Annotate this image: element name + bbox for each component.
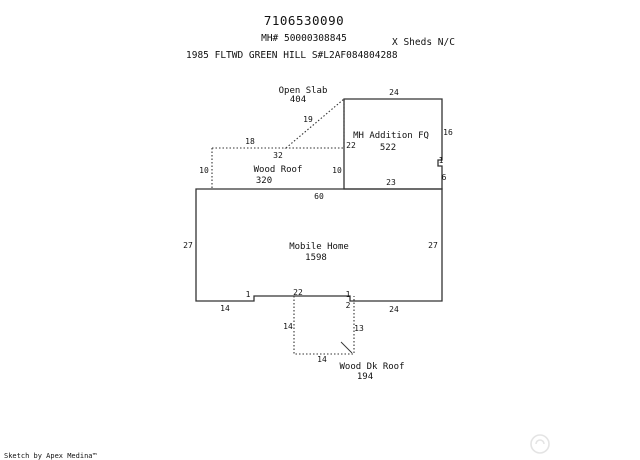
mobile-home-name: Mobile Home — [289, 242, 349, 252]
open-slab-outline — [284, 97, 345, 149]
dim-addition-right-lower: 6 — [442, 173, 447, 182]
wood-deck-roof-area: 194 — [357, 372, 373, 382]
mh-addition-name: MH Addition FQ — [353, 131, 429, 141]
dim-mobile-bottom-right: 24 — [389, 305, 399, 314]
dim-slab-diagonal: 19 — [303, 115, 313, 124]
dim-addition-right: 16 — [443, 128, 453, 137]
dim-mobile-top: 60 — [314, 192, 324, 201]
dim-addition-bottom: 23 — [386, 178, 396, 187]
wood-roof-area: 320 — [256, 176, 272, 186]
sheds-note: X Sheds N/C — [392, 37, 455, 48]
dim-mobile-left: 27 — [183, 241, 193, 250]
dim-slab-left: 18 — [245, 137, 255, 146]
wood-deck-roof-name: Wood Dk Roof — [339, 362, 404, 372]
dim-mobile-notch-left: 1 — [246, 290, 251, 299]
mobile-home-area: 1598 — [305, 253, 327, 263]
home-description: 1985 FLTWD GREEN HILL S#L2AF084804288 — [186, 50, 398, 61]
dim-mobile-notch-small: 2 — [346, 301, 351, 310]
mh-addition-area: 522 — [380, 143, 396, 153]
dim-mobile-bottom-left: 14 — [220, 304, 230, 313]
wood-roof-outline — [211, 147, 344, 189]
mobile-home-outline — [195, 188, 443, 302]
open-slab-area: 404 — [290, 95, 306, 105]
dim-mobile-right: 27 — [428, 241, 438, 250]
parcel-id: 7106530090 — [264, 13, 344, 28]
open-slab-name: Open Slab — [279, 86, 328, 96]
dim-deck-bottom: 14 — [317, 355, 327, 364]
dim-deck-left: 14 — [283, 322, 293, 331]
mh-number: MH# 50000308845 — [261, 33, 347, 44]
wood-deck-roof-outline — [293, 296, 355, 355]
dim-deck-right: 13 — [354, 324, 364, 333]
dim-slab-bottom: 32 — [273, 151, 283, 160]
dim-mobile-notch-top: 22 — [293, 288, 303, 297]
dim-wood-roof-left: 10 — [199, 166, 209, 175]
dim-addition-top: 24 — [389, 88, 399, 97]
deck-label-leader — [340, 341, 353, 354]
sketch-credit: Sketch by Apex Medina™ — [4, 452, 97, 460]
dim-wood-roof-right: 10 — [332, 166, 342, 175]
dim-slab-right: 22 — [346, 141, 356, 150]
wood-roof-name: Wood Roof — [254, 165, 303, 175]
dim-mobile-notch-right: 1 — [346, 290, 351, 299]
watermark-logo-icon — [530, 434, 550, 454]
dim-addition-right-small: 1 — [439, 156, 444, 165]
